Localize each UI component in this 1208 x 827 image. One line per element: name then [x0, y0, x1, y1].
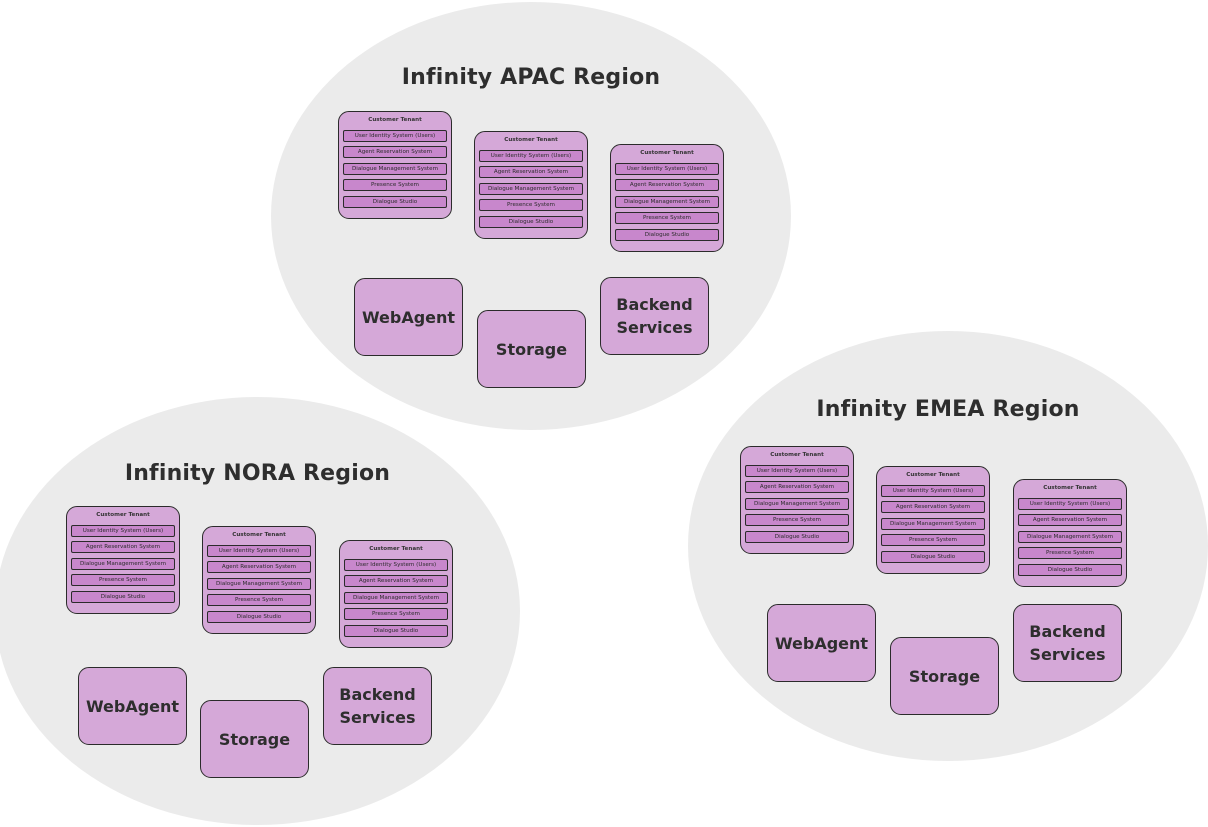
tenant-title: Customer Tenant: [369, 546, 423, 552]
tenant-item: Agent Reservation System: [344, 575, 448, 587]
tenant-title: Customer Tenant: [96, 512, 150, 518]
tenant-item: Dialogue Management System: [207, 578, 311, 590]
tenant-item: Dialogue Studio: [615, 229, 719, 241]
backend-services-box: Backend Services: [323, 667, 432, 745]
tenant-item: Presence System: [344, 608, 448, 620]
tenant-item: Presence System: [207, 594, 311, 606]
tenant-item: Presence System: [1018, 547, 1122, 559]
region-title: Infinity NORA Region: [124, 461, 391, 486]
tenant-item: Dialogue Studio: [71, 591, 175, 603]
tenant-item: Dialogue Studio: [344, 625, 448, 637]
service-label: Backend Services: [339, 685, 416, 727]
customer-tenant: Customer Tenant User Identity System (Us…: [1013, 479, 1127, 587]
storage-box: Storage: [890, 637, 999, 715]
tenant-title: Customer Tenant: [368, 117, 422, 123]
service-label: Storage: [908, 666, 981, 686]
tenant-title: Customer Tenant: [640, 150, 694, 156]
tenant-item: User Identity System (Users): [343, 130, 447, 142]
region-title: Infinity EMEA Region: [816, 397, 1080, 422]
region-title: Infinity APAC Region: [401, 65, 661, 90]
region-nora: Infinity NORA Region Customer Tenant Use…: [0, 397, 520, 825]
region-apac: Infinity APAC Region Customer Tenant Use…: [271, 2, 791, 430]
tenant-item: User Identity System (Users): [881, 485, 985, 497]
tenant-item: Dialogue Management System: [479, 183, 583, 195]
customer-tenant: Customer Tenant User Identity System (Us…: [202, 526, 316, 634]
tenant-item: User Identity System (Users): [344, 559, 448, 571]
tenant-item: Dialogue Management System: [1018, 531, 1122, 543]
tenant-item: Agent Reservation System: [745, 481, 849, 493]
tenant-item: Presence System: [881, 534, 985, 546]
tenant-item: Dialogue Studio: [1018, 564, 1122, 576]
service-label: WebAgent: [85, 696, 180, 716]
tenant-item: Presence System: [745, 514, 849, 526]
customer-tenant: Customer Tenant User Identity System (Us…: [876, 466, 990, 574]
customer-tenant: Customer Tenant User Identity System (Us…: [740, 446, 854, 554]
tenant-title: Customer Tenant: [232, 532, 286, 538]
tenant-item: Agent Reservation System: [207, 561, 311, 573]
tenant-item: Presence System: [343, 179, 447, 191]
customer-tenant: Customer Tenant User Identity System (Us…: [474, 131, 588, 239]
tenant-item: User Identity System (Users): [207, 545, 311, 557]
tenant-item: Dialogue Studio: [343, 196, 447, 208]
service-label: WebAgent: [361, 307, 456, 327]
tenant-title: Customer Tenant: [906, 472, 960, 478]
tenant-title: Customer Tenant: [770, 452, 824, 458]
tenant-item: Dialogue Studio: [479, 216, 583, 228]
tenant-item: Dialogue Studio: [745, 531, 849, 543]
tenant-item: User Identity System (Users): [615, 163, 719, 175]
storage-box: Storage: [200, 700, 309, 778]
tenant-item: Agent Reservation System: [343, 146, 447, 158]
region-emea: Infinity EMEA Region Customer Tenant Use…: [688, 331, 1208, 761]
service-label: Storage: [495, 339, 568, 359]
tenant-item: Dialogue Studio: [881, 551, 985, 563]
tenant-item: Presence System: [615, 212, 719, 224]
tenant-item: Dialogue Management System: [881, 518, 985, 530]
tenant-item: Agent Reservation System: [1018, 514, 1122, 526]
tenant-title: Customer Tenant: [504, 137, 558, 143]
tenant-item: Dialogue Management System: [344, 592, 448, 604]
customer-tenant: Customer Tenant User Identity System (Us…: [338, 111, 452, 219]
webagent-box: WebAgent: [78, 667, 187, 745]
tenant-item: Agent Reservation System: [479, 166, 583, 178]
backend-services-box: Backend Services: [1013, 604, 1122, 682]
tenant-item: User Identity System (Users): [479, 150, 583, 162]
storage-box: Storage: [477, 310, 586, 388]
tenant-item: Dialogue Management System: [71, 558, 175, 570]
tenant-title: Customer Tenant: [1043, 485, 1097, 491]
service-label: Storage: [218, 729, 291, 749]
tenant-item: Presence System: [71, 574, 175, 586]
tenant-item: Presence System: [479, 199, 583, 211]
tenant-item: Dialogue Management System: [615, 196, 719, 208]
webagent-box: WebAgent: [354, 278, 463, 356]
service-label: Backend Services: [616, 295, 693, 337]
customer-tenant: Customer Tenant User Identity System (Us…: [66, 506, 180, 614]
tenant-item: Dialogue Management System: [343, 163, 447, 175]
customer-tenant: Customer Tenant User Identity System (Us…: [610, 144, 724, 252]
backend-services-box: Backend Services: [600, 277, 709, 355]
service-label: WebAgent: [774, 633, 869, 653]
tenant-item: User Identity System (Users): [745, 465, 849, 477]
service-label: Backend Services: [1029, 622, 1106, 664]
tenant-item: Dialogue Studio: [207, 611, 311, 623]
tenant-item: Agent Reservation System: [881, 501, 985, 513]
tenant-item: User Identity System (Users): [1018, 498, 1122, 510]
tenant-item: User Identity System (Users): [71, 525, 175, 537]
customer-tenant: Customer Tenant User Identity System (Us…: [339, 540, 453, 648]
tenant-item: Dialogue Management System: [745, 498, 849, 510]
tenant-item: Agent Reservation System: [615, 179, 719, 191]
tenant-item: Agent Reservation System: [71, 541, 175, 553]
webagent-box: WebAgent: [767, 604, 876, 682]
